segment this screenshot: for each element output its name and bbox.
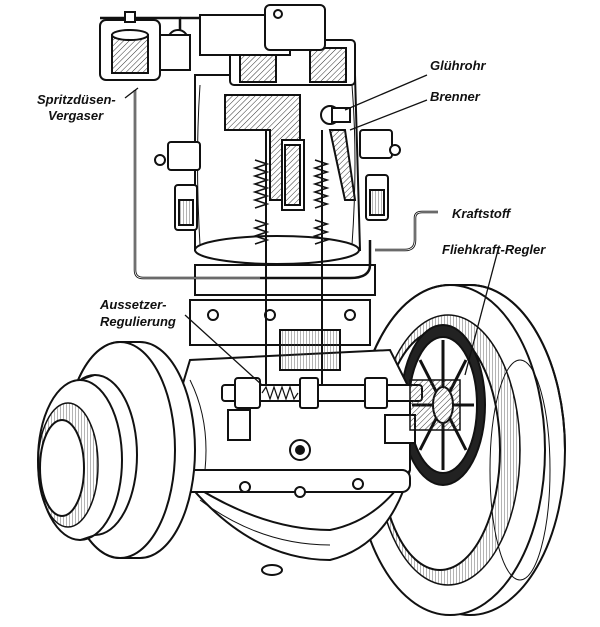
camshaft	[221, 377, 461, 444]
oil-cups	[154, 129, 401, 231]
label-aussetzer: Aussetzer-	[99, 297, 166, 312]
crankcase	[173, 348, 411, 576]
carburetor	[99, 4, 326, 81]
label-kraftstoff: Kraftstoff	[452, 206, 512, 221]
left-flywheel	[37, 341, 196, 559]
leader-lines	[124, 74, 499, 386]
label-fliehkraft-regler: Fliehkraft-Regler	[442, 242, 546, 257]
label-regulierung: Regulierung	[100, 314, 176, 329]
label-gluehrohr: Glührohr	[430, 58, 487, 73]
labels: Spritzdüsen- Vergaser Glührohr Brenner K…	[37, 58, 546, 329]
valve-springs	[252, 130, 330, 390]
label-spritzduesen: Spritzdüsen-	[37, 92, 116, 107]
label-vergaser: Vergaser	[48, 108, 104, 123]
base-block	[189, 299, 371, 371]
label-brenner: Brenner	[430, 89, 481, 104]
burner	[320, 105, 357, 201]
